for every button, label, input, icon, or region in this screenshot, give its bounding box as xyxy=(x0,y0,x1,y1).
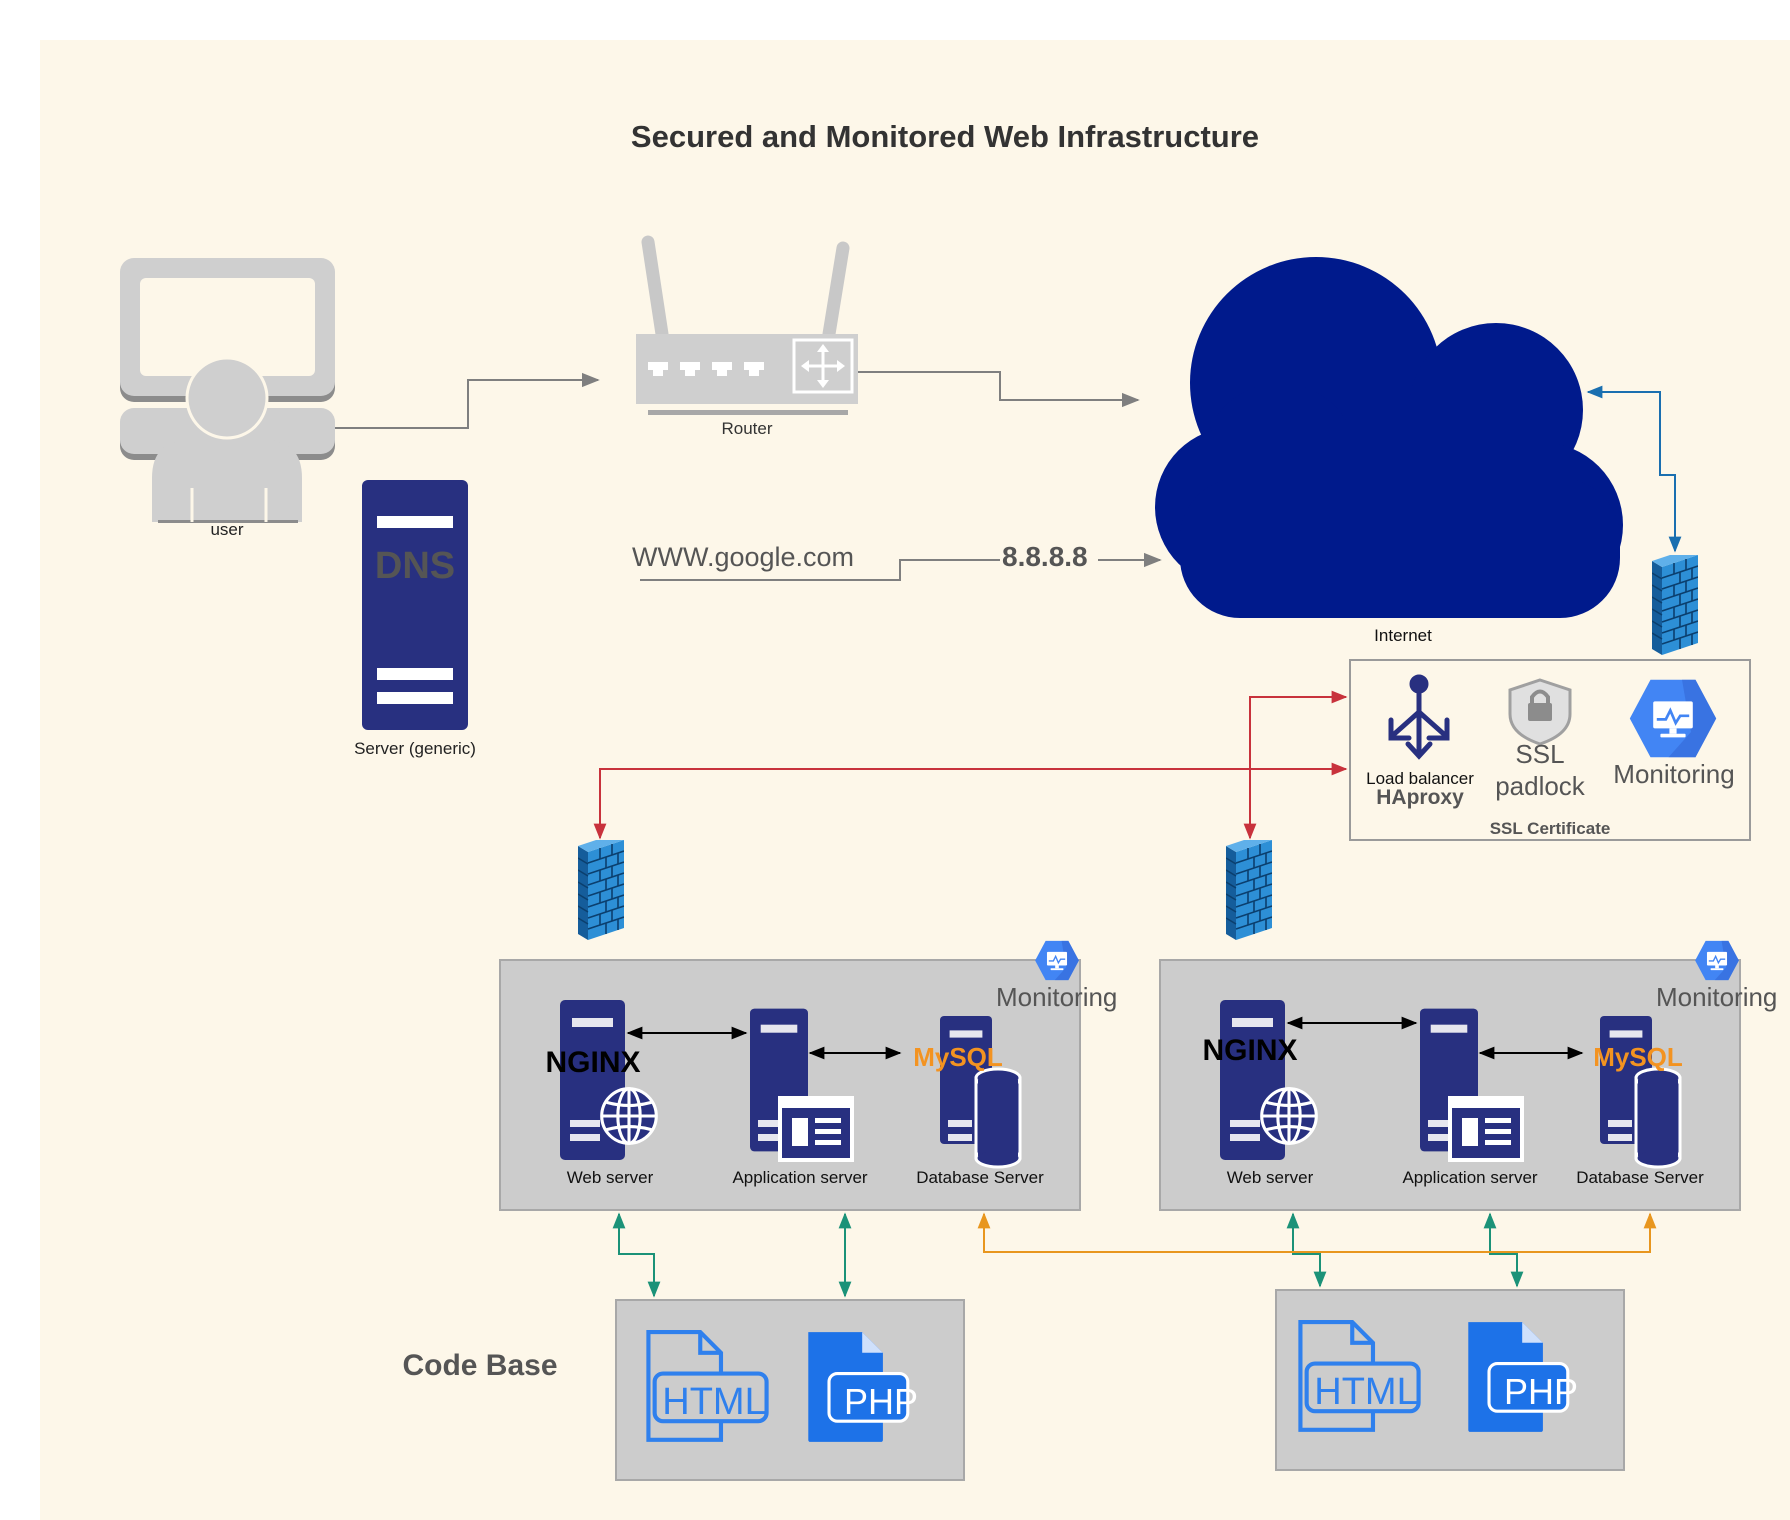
cluster-2-database-server-icon xyxy=(1600,1016,1682,1169)
code-base-2-html-text: HTML xyxy=(1314,1371,1417,1413)
user-label: user xyxy=(210,520,243,539)
cluster-2-nginx-text: NGINX xyxy=(1202,1034,1297,1067)
cluster-1-app-server-label: Application server xyxy=(732,1168,867,1187)
cluster-2-web-server-label: Web server xyxy=(1227,1168,1314,1187)
internet-label: Internet xyxy=(1374,626,1432,645)
ssl-padlock-icon xyxy=(1508,678,1572,746)
cluster-1-web-server-label: Web server xyxy=(567,1168,654,1187)
page-title: Secured and Monitored Web Infrastructure xyxy=(631,119,1259,154)
dns-server-icon xyxy=(362,480,468,730)
ssl-certificate-box xyxy=(1349,659,1751,841)
database-replication-link xyxy=(977,1212,1657,1253)
code-base-label: Code Base xyxy=(402,1349,557,1382)
cluster-2-monitoring-label: Monitoring xyxy=(1656,982,1777,1012)
web-codebase-1-link xyxy=(612,1212,661,1298)
cluster-2-mysql-text: MySQL xyxy=(1593,1042,1683,1072)
code-base-1-html-text: HTML xyxy=(662,1381,765,1423)
dns-text: DNS xyxy=(375,545,455,587)
app-codebase-2-link xyxy=(1483,1212,1524,1288)
firewall-cluster-2-icon xyxy=(1226,840,1272,940)
dns-server-label: Server (generic) xyxy=(354,739,476,758)
ssl-label-line1: SSL xyxy=(1515,739,1564,769)
user-router-link xyxy=(335,372,600,429)
load-balancer-label: Load balancer xyxy=(1366,769,1474,788)
cluster-1-monitoring-label: Monitoring xyxy=(996,982,1117,1012)
internet-firewall-link xyxy=(1586,385,1682,553)
domain-name-text: WWW.google.com xyxy=(632,542,854,572)
code-base-2-php-text: PHP xyxy=(1504,1371,1578,1412)
lb-cluster-1-link xyxy=(593,762,1348,840)
ssl-certificate-label: SSL Certificate xyxy=(1490,819,1611,838)
cluster-1-database-server-icon xyxy=(940,1016,1022,1169)
router-icon xyxy=(636,235,858,415)
firewall-cluster-1-icon xyxy=(578,840,624,940)
router-internet-link xyxy=(858,371,1140,408)
load-balancer-icon xyxy=(1388,674,1450,760)
cluster-2-web-server-icon xyxy=(1220,1000,1318,1160)
cluster-1-web-server-icon xyxy=(560,1000,658,1160)
code-base-1-php-text: PHP xyxy=(844,1381,918,1422)
web-codebase-2-link xyxy=(1286,1212,1327,1288)
ip-address-text: 8.8.8.8 xyxy=(1002,541,1088,572)
cluster-2-app-server-label: Application server xyxy=(1402,1168,1537,1187)
cluster-2-app-server-icon xyxy=(1420,1008,1524,1162)
cluster-1-app-server-icon xyxy=(750,1008,854,1162)
firewall-internet-icon xyxy=(1652,555,1698,655)
lb-monitoring-label: Monitoring xyxy=(1613,759,1734,789)
lb-cluster-2-link xyxy=(1243,690,1348,840)
cluster-1-mysql-text: MySQL xyxy=(913,1042,1003,1072)
router-label: Router xyxy=(721,419,772,438)
load-balancer-sub: HAproxy xyxy=(1376,786,1464,809)
user-icon xyxy=(120,258,335,523)
cluster-1-database-server-label: Database Server xyxy=(916,1168,1044,1187)
domain-ip-link xyxy=(640,559,1000,581)
cluster-2-database-server-label: Database Server xyxy=(1576,1168,1704,1187)
internet-cloud-icon xyxy=(1155,257,1623,618)
ssl-label-line2: padlock xyxy=(1495,771,1586,801)
cluster-1-nginx-text: NGINX xyxy=(545,1046,640,1079)
